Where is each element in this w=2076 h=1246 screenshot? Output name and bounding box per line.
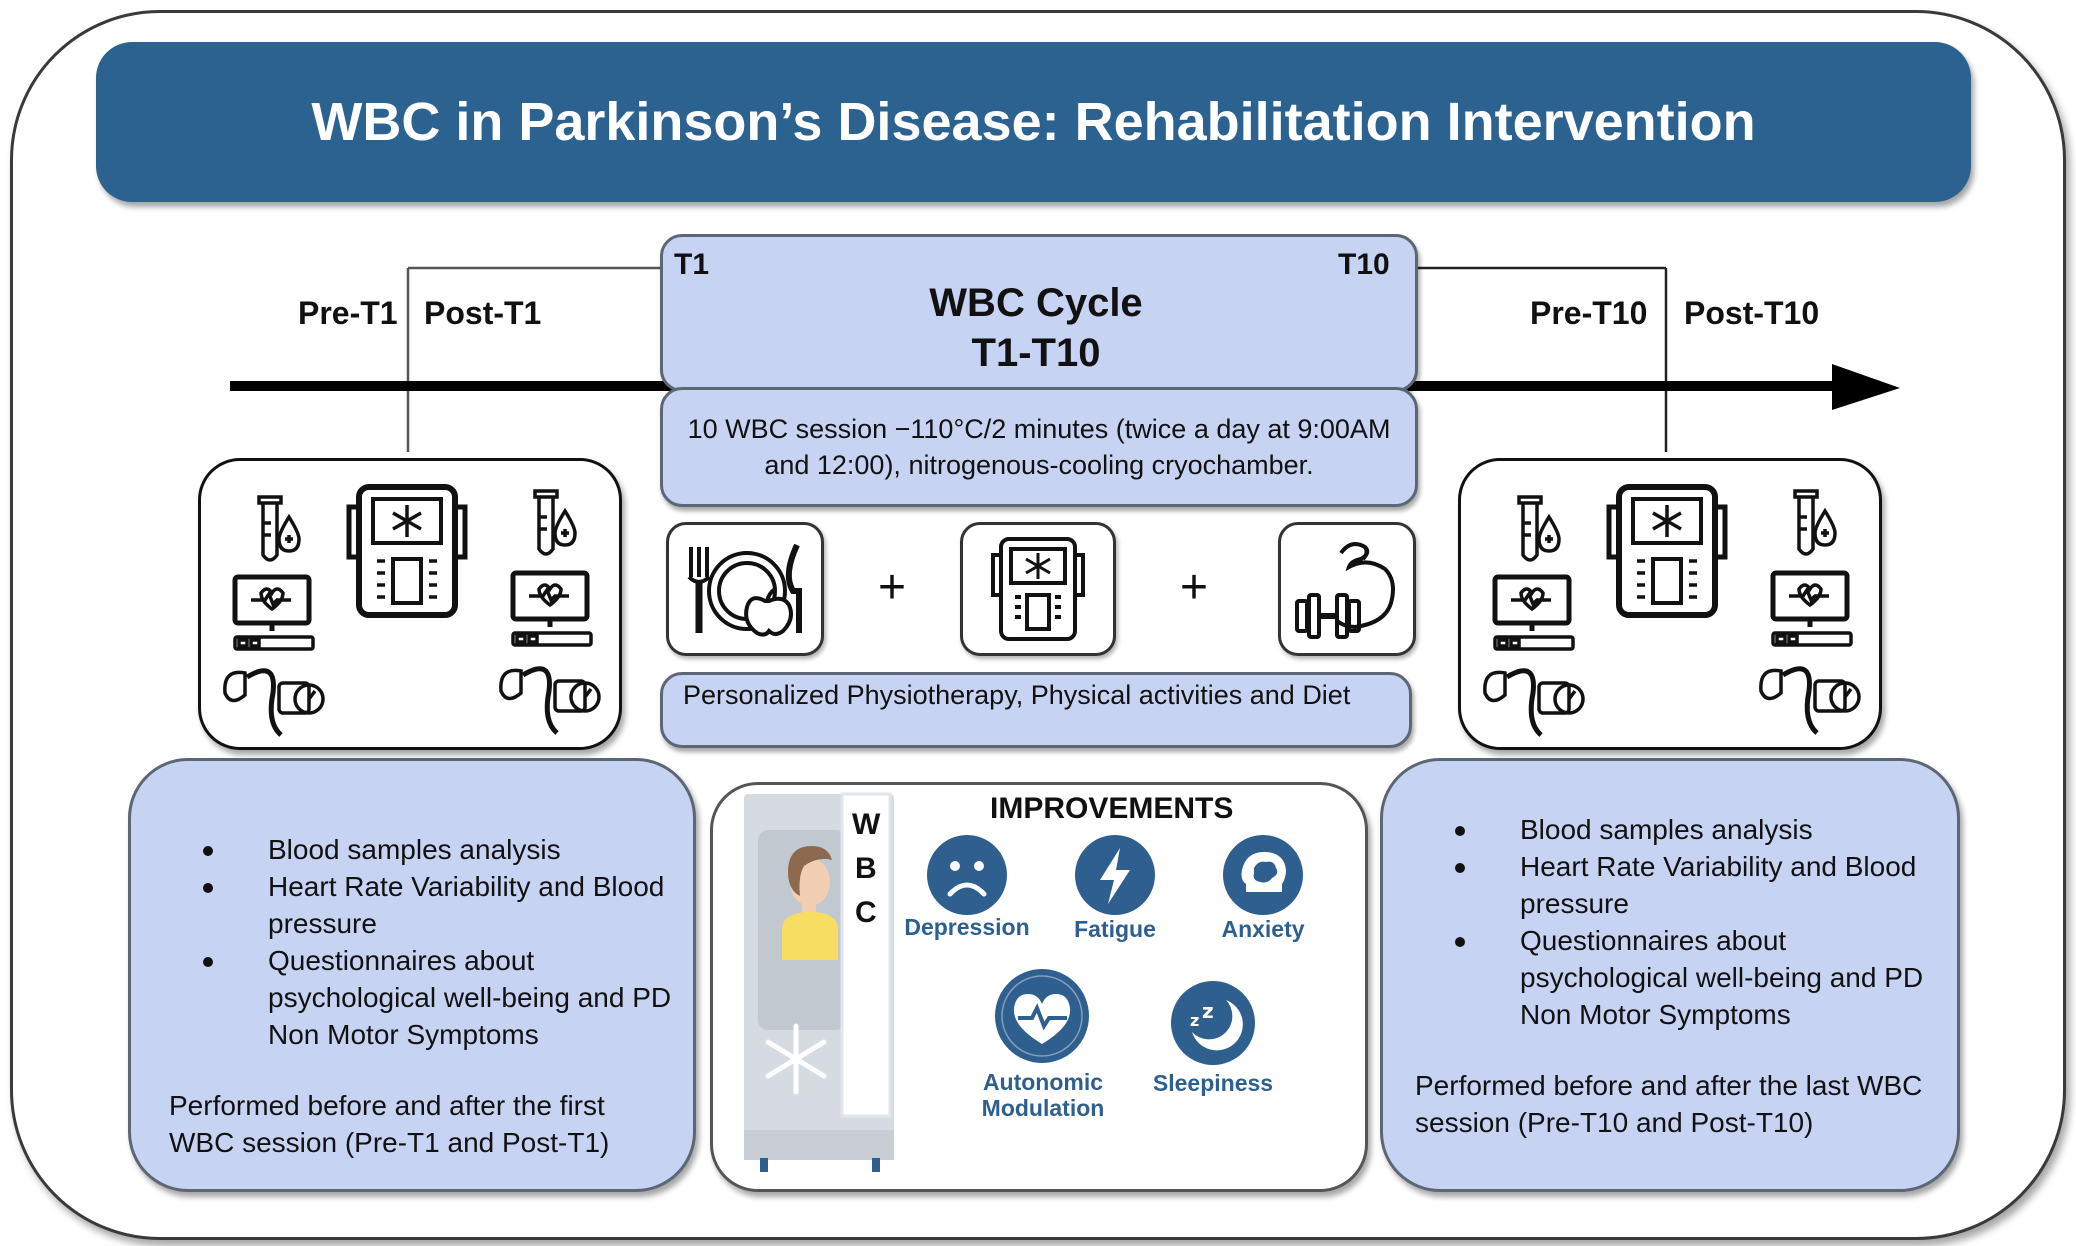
right-measurements-list: Blood samples analysis Heart Rate Variab… xyxy=(1455,811,1927,1033)
wbc-cycle-title-line2: T1-T10 xyxy=(971,331,1101,375)
lightning-bolt-icon xyxy=(1075,835,1155,915)
list-item: Questionnaires about psychological well-… xyxy=(1455,922,1927,1033)
right-timing-note: Performed before and after the last WBC … xyxy=(1415,1070,1923,1138)
plus-sign-2: + xyxy=(1180,561,1209,614)
cabin-letter-b: B xyxy=(855,852,877,885)
blood-test-tube-icon xyxy=(1793,489,1837,556)
post-t10-label: Post-T10 xyxy=(1684,295,1820,331)
blood-test-tube-icon xyxy=(257,495,301,562)
anxiety-label: Anxiety xyxy=(1221,916,1305,942)
wbc-cycle-title: WBC Cycle T1-T10 xyxy=(660,278,1412,378)
blood-pressure-cuff-icon xyxy=(223,668,325,737)
heart-monitor-icon xyxy=(1770,570,1853,647)
sad-face-icon xyxy=(927,835,1007,915)
blood-pressure-cuff-icon xyxy=(499,666,601,735)
blood-pressure-cuff-icon xyxy=(1483,668,1585,737)
left-measurements-info: Blood samples analysis Heart Rate Variab… xyxy=(128,758,696,1192)
snowflake-icon xyxy=(765,1023,827,1095)
t10-label: T10 xyxy=(1338,248,1390,281)
cabin-foot xyxy=(872,1158,880,1172)
cryo-device-icon xyxy=(346,484,468,618)
cryo-cabin-illustration xyxy=(744,792,894,1172)
person-hair xyxy=(788,846,832,896)
cabin-letter-c: C xyxy=(855,896,877,929)
exercise-icon-box xyxy=(1278,522,1416,656)
right-equipment-icons xyxy=(1483,484,1861,737)
left-timing-note: Performed before and after the first WBC… xyxy=(169,1090,610,1158)
blood-pressure-cuff-icon xyxy=(1759,666,1861,735)
physiotherapy-diet-box: Personalized Physiotherapy, Physical act… xyxy=(660,672,1412,748)
muscle-dumbbell-icon xyxy=(1295,542,1395,639)
list-item: Blood samples analysis xyxy=(203,831,673,868)
page-title: WBC in Parkinson’s Disease: Rehabilitati… xyxy=(311,92,1756,152)
autonomic-label-line1: Autonomic xyxy=(982,1069,1104,1095)
session-description-box: 10 WBC session −110°C/2 minutes (twice a… xyxy=(660,387,1418,507)
pre-t1-label: Pre-T1 xyxy=(298,295,398,331)
cabin-letter-w: W xyxy=(852,808,881,841)
cryo-icon-box xyxy=(960,522,1116,656)
heart-monitor-icon xyxy=(1492,574,1575,651)
fatigue-label: Fatigue xyxy=(1074,916,1156,942)
left-measurement-equipment xyxy=(198,458,622,750)
list-item: Questionnaires about psychological well-… xyxy=(203,942,673,1053)
list-item: Heart Rate Variability and Blood pressur… xyxy=(1455,848,1927,922)
brain-head-icon xyxy=(1223,835,1303,915)
timeline-arrowhead xyxy=(1832,364,1900,410)
left-equipment-icons xyxy=(223,484,601,737)
post-t1-label: Post-T1 xyxy=(424,295,542,331)
svg-text:z: z xyxy=(1190,1011,1199,1030)
sleepiness-label: Sleepiness xyxy=(1152,1070,1274,1096)
list-item: Blood samples analysis xyxy=(1455,811,1927,848)
autonomic-label-line2: Modulation xyxy=(981,1095,1105,1121)
cabin-door-panel xyxy=(840,792,892,1118)
cabin-base xyxy=(744,1130,894,1160)
left-measurements-list: Blood samples analysis Heart Rate Variab… xyxy=(203,831,673,1053)
person-body xyxy=(782,912,838,960)
session-description: 10 WBC session −110°C/2 minutes (twice a… xyxy=(687,414,1391,480)
cryo-device-icon xyxy=(1606,484,1728,618)
heart-pulse-icon xyxy=(995,969,1089,1063)
depression-label: Depression xyxy=(904,914,1030,940)
svg-text:z: z xyxy=(1202,999,1214,1023)
heart-monitor-icon xyxy=(510,570,593,647)
title-banner: WBC in Parkinson’s Disease: Rehabilitati… xyxy=(96,42,1971,202)
improvements-heading: IMPROVEMENTS xyxy=(990,792,1234,825)
right-measurements-info: Blood samples analysis Heart Rate Variab… xyxy=(1380,758,1960,1192)
cryo-device-icon xyxy=(991,537,1085,641)
cabin-foot xyxy=(760,1158,768,1172)
t1-label: T1 xyxy=(674,248,710,281)
physiotherapy-diet-text: Personalized Physiotherapy, Physical act… xyxy=(683,680,1351,710)
heart-monitor-icon xyxy=(232,574,315,651)
right-measurement-equipment xyxy=(1458,458,1882,750)
plus-sign-1: + xyxy=(878,561,907,614)
sleep-moon-icon: z z xyxy=(1171,981,1255,1065)
diet-icon-box xyxy=(666,522,824,656)
wbc-cycle-title-line1: WBC Cycle xyxy=(929,281,1143,325)
plate-cutlery-icon xyxy=(687,543,802,637)
blood-test-tube-icon xyxy=(533,489,577,556)
blood-test-tube-icon xyxy=(1517,495,1561,562)
autonomic-modulation-label: Autonomic Modulation xyxy=(943,1069,1143,1121)
pre-t10-label: Pre-T10 xyxy=(1530,295,1648,331)
list-item: Heart Rate Variability and Blood pressur… xyxy=(203,868,673,942)
